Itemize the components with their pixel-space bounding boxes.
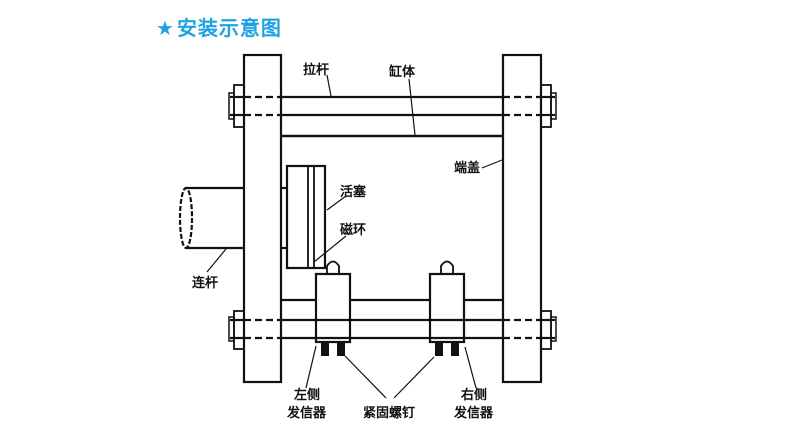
label-magnetic-ring: 磁环 [340, 222, 366, 238]
label-left-sensor-line1: 左侧 [294, 387, 320, 403]
top-right-nut [540, 84, 552, 128]
bottom-tie-rod [230, 298, 555, 340]
connecting-rod [178, 186, 244, 250]
label-cylinder-body: 缸体 [388, 64, 416, 80]
diagram-title: ★安装示意图 [156, 16, 282, 40]
label-right-sensor-line1: 右侧 [460, 387, 487, 403]
title-text: 安装示意图 [176, 16, 282, 40]
label-tie-rod: 拉杆 [303, 62, 329, 78]
piston [281, 164, 327, 270]
label-left-sensor-line2: 发信器 [286, 405, 327, 421]
label-end-cap: 端盖 [454, 160, 480, 176]
top-right-bolt-end [550, 92, 557, 120]
label-connecting-rod: 连杆 [192, 275, 218, 291]
star-icon: ★ [156, 16, 175, 40]
leader-lines [206, 74, 503, 399]
left-end-plate [242, 53, 283, 384]
top-left-bolt-end [228, 92, 235, 120]
top-tie-rod [230, 95, 555, 117]
bottom-left-bolt-end [228, 316, 235, 342]
label-right-sensor-line2: 发信器 [453, 405, 494, 421]
label-piston: 活塞 [340, 184, 367, 200]
right-end-plate [501, 53, 543, 384]
label-fastening-screw: 紧固螺钉 [363, 405, 415, 421]
bottom-right-nut [540, 310, 552, 350]
bottom-right-bolt-end [550, 316, 557, 342]
right-sensor [428, 260, 466, 356]
bottom-left-nut [233, 310, 245, 350]
top-left-nut [233, 84, 245, 128]
left-sensor [314, 260, 352, 356]
